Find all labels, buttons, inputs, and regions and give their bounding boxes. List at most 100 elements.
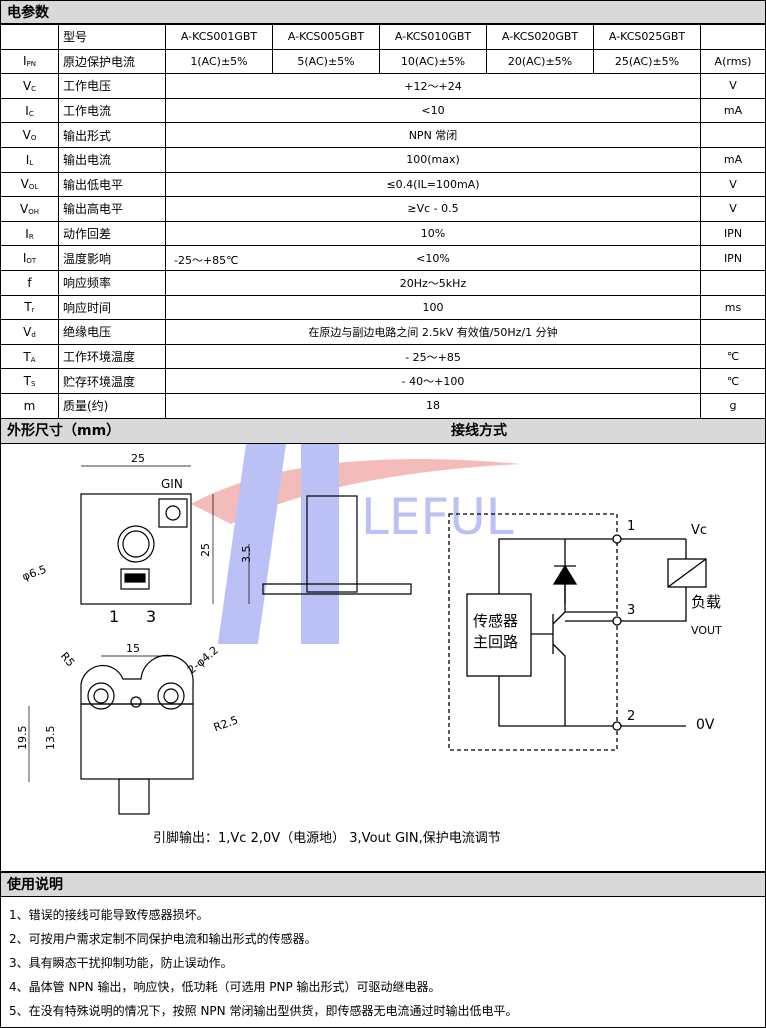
cell: g — [700, 392, 766, 419]
symbol: IC — [0, 97, 59, 124]
section-wiring: 接线方式 — [451, 423, 507, 439]
cell: 工作电压 — [58, 73, 166, 99]
cell: 原边保护电流 — [58, 48, 166, 75]
cell: 输出高电平 — [58, 196, 166, 222]
label-gin: GIN — [161, 477, 183, 491]
front-view — [80, 465, 214, 605]
block-label-1: 传感器 — [473, 612, 518, 630]
cell — [700, 24, 766, 50]
cell: 10(AC)±5% — [379, 48, 487, 75]
cell: 20Hz～5kHz — [165, 269, 701, 296]
cell: 工作环境温度 — [58, 343, 166, 370]
cell: 响应频率 — [58, 269, 166, 296]
label-load: 负载 — [691, 593, 721, 611]
svg-text:LEFUL: LEFUL — [361, 488, 514, 546]
drawings-svg: LEFUL 25 GIN 25 φ6.5 1 3 3.5 15 R5 2-φ4.… — [16, 349, 722, 846]
dim-height: 25 — [199, 543, 212, 557]
cell: - 25～+85 — [165, 343, 701, 370]
cell: 绝缘电压 — [58, 319, 166, 345]
cell: 响应时间 — [58, 294, 166, 321]
pin-1: 1 — [109, 607, 119, 626]
dim-r5: R5 — [58, 650, 77, 670]
cell: ≥Vc - 0.5 — [165, 196, 701, 222]
cell: IPN — [700, 220, 766, 247]
section-header-row: 外形尺寸（mm） 接线方式 — [0, 418, 766, 444]
cell: 输出形式 — [58, 122, 166, 148]
section-dimensions: 外形尺寸（mm） — [7, 423, 121, 439]
model-name: A-KCS020GBT — [486, 24, 594, 50]
model-name: A-KCS025GBT — [593, 24, 701, 50]
symbol: m — [0, 392, 59, 419]
model-name: A-KCS010GBT — [379, 24, 487, 50]
label-vc: Vc — [691, 523, 707, 538]
cell: 20(AC)±5% — [486, 48, 594, 75]
cell: V — [700, 196, 766, 222]
cell: -25～+85℃<10% — [165, 245, 701, 271]
note-5: 5、在没有特殊说明的情况下，按照 NPN 常闭输出型供货，即传感器无电流通过时输… — [9, 1004, 518, 1018]
cell: 10% — [165, 220, 701, 247]
symbol: VO — [0, 122, 59, 148]
cell: 工作电流 — [58, 97, 166, 124]
cell: mA — [700, 97, 766, 124]
cell — [0, 24, 59, 50]
bottom-view — [28, 654, 194, 815]
pin-caption: 引脚输出：1,Vc 2,0V（电源地） 3,Vout GIN,保护电流调节 — [153, 830, 501, 846]
cell: ≤0.4(IL=100mA) — [165, 171, 701, 198]
dim-15: 15 — [126, 642, 140, 655]
watermark-logo: LEFUL — [191, 349, 581, 644]
symbol: Vd — [0, 319, 59, 345]
note-4: 4、晶体管 NPN 输出，响应快，低功耗（可选用 PNP 输出形式）可驱动继电器… — [9, 980, 441, 994]
dim-13-5: 13.5 — [44, 726, 57, 751]
cell: V — [700, 73, 766, 99]
cell — [700, 269, 766, 296]
symbol: f — [0, 269, 59, 296]
term-1: 1 — [627, 519, 635, 534]
dim-3-5: 3.5 — [240, 546, 253, 564]
cell: 型号 — [58, 24, 166, 50]
cell: IPN — [700, 245, 766, 271]
model-name: A-KCS001GBT — [165, 24, 273, 50]
cell: 5(AC)±5% — [272, 48, 380, 75]
symbol: TA — [0, 343, 59, 370]
dim-19-5: 19.5 — [16, 726, 29, 751]
drawing-area: LEFUL 25 GIN 25 φ6.5 1 3 3.5 15 R5 2-φ4.… — [0, 349, 766, 872]
cell: ms — [700, 294, 766, 321]
symbol: IOT — [0, 245, 59, 271]
cell: 在原边与副边电路之间 2.5kV 有效值/50Hz/1 分钟 — [165, 319, 701, 345]
cell: <10 — [165, 97, 701, 124]
cell: ℃ — [700, 343, 766, 370]
cell: +12～+24 — [165, 73, 701, 99]
cell: - 40～+100 — [165, 368, 701, 394]
cell: 温度影响 — [58, 245, 166, 271]
symbol: TS — [0, 368, 59, 394]
symbol: VOH — [0, 196, 59, 222]
wiring-circuit — [448, 513, 707, 751]
cell: A(rms) — [700, 48, 766, 75]
label-0v: 0V — [696, 717, 715, 733]
dim-holes: 2-φ4.2 — [185, 644, 221, 677]
cell: 输出低电平 — [58, 171, 166, 198]
cell: 质量(约) — [58, 392, 166, 419]
section-electrical-params: 电参数 — [0, 0, 766, 24]
cell: 25(AC)±5% — [593, 48, 701, 75]
cell: ℃ — [700, 368, 766, 394]
cell — [700, 319, 766, 345]
symbol: IPN — [0, 48, 59, 75]
cell: 1(AC)±5% — [165, 48, 273, 75]
cell: 输出电流 — [58, 146, 166, 173]
symbol: VOL — [0, 171, 59, 198]
cell: 贮存环境温度 — [58, 368, 166, 394]
